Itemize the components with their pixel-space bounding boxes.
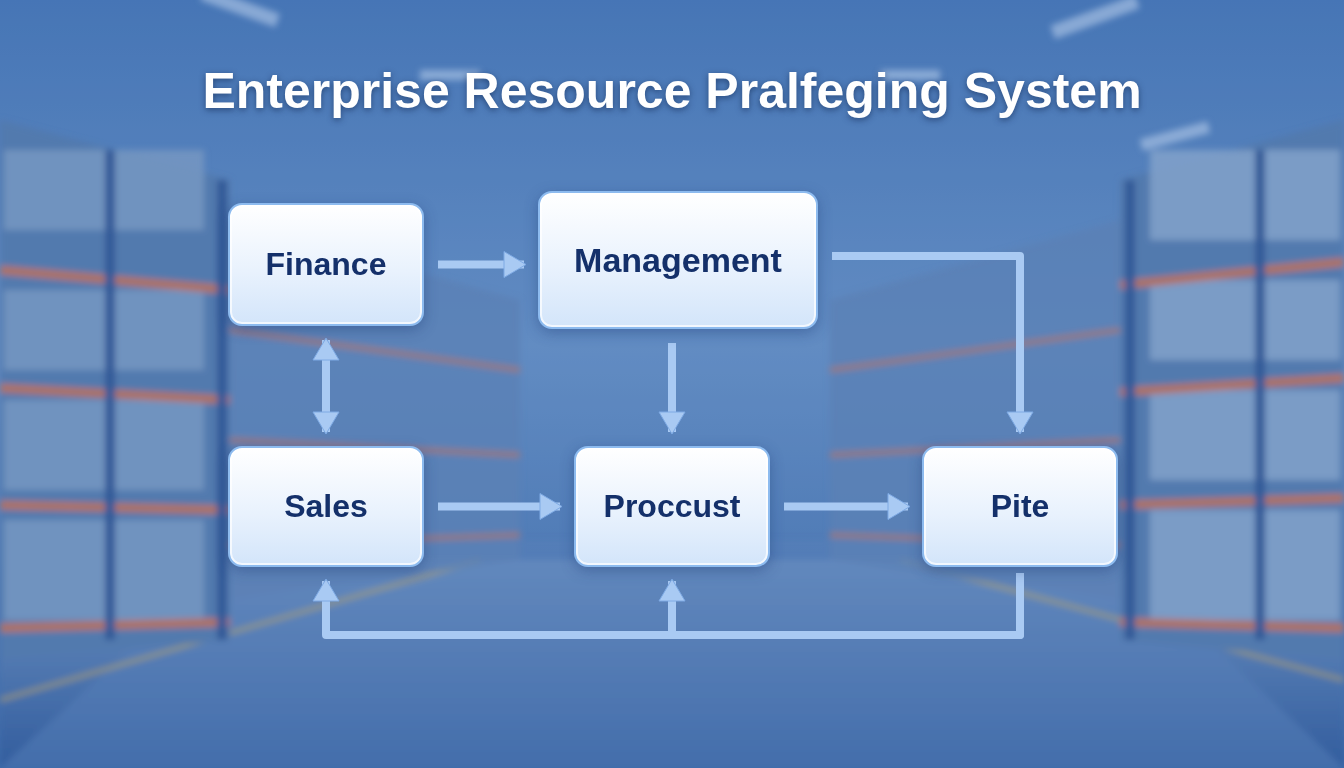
process-box: Finance bbox=[228, 203, 424, 326]
process-box: Management bbox=[538, 191, 818, 329]
box-label: Management bbox=[574, 241, 782, 280]
flow-arrow bbox=[672, 573, 1020, 635]
flow-arrow bbox=[668, 343, 676, 432]
process-box: Proccust bbox=[574, 446, 770, 567]
process-box: Pite bbox=[922, 446, 1118, 567]
diagram-title: Enterprise Resource Pralfeging System bbox=[0, 62, 1344, 120]
flow-arrow bbox=[438, 503, 560, 511]
flow-arrow bbox=[832, 256, 1020, 432]
flow-arrow bbox=[322, 340, 330, 432]
box-label: Sales bbox=[284, 488, 368, 525]
box-label: Finance bbox=[266, 246, 387, 283]
box-label: Proccust bbox=[604, 488, 741, 525]
box-label: Pite bbox=[991, 488, 1050, 525]
flow-arrow bbox=[784, 503, 908, 511]
flow-arrow bbox=[326, 573, 1020, 635]
flow-arrow bbox=[438, 261, 524, 269]
process-box: Sales bbox=[228, 446, 424, 567]
